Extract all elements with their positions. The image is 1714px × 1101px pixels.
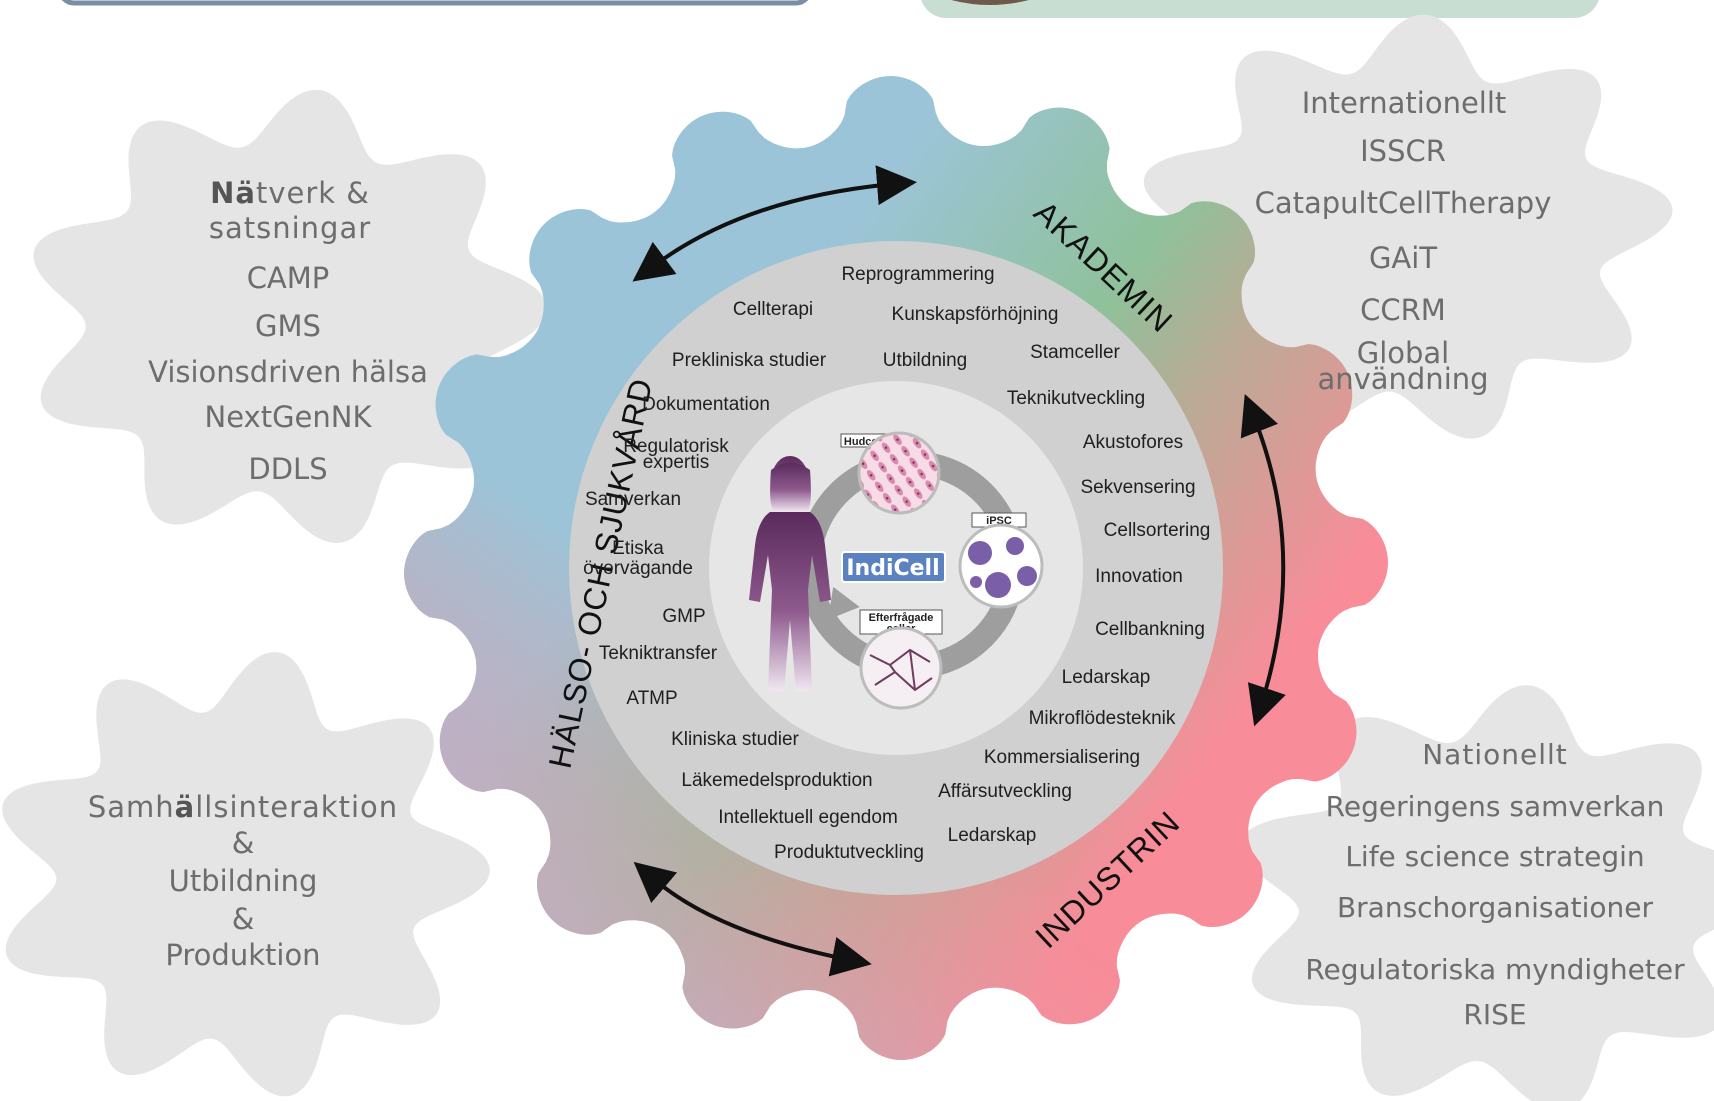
inner-label: Utbildning	[883, 350, 968, 371]
inner-label: Cellterapi	[733, 299, 813, 320]
blob-text-top-left: Nätverk & satsningar CAMP GMS Visionsdri…	[148, 176, 428, 486]
inner-label: GMP	[662, 606, 705, 627]
indicell-logo: IndiCell	[846, 556, 939, 581]
blob-line: Utbildning	[169, 864, 318, 898]
inner-label: Kommersialisering	[984, 747, 1140, 768]
inner-label: Samverkan	[585, 489, 681, 510]
inner-label: Ledarskap	[948, 825, 1037, 846]
blob-line: &	[232, 826, 255, 860]
svg-text:Nätverk &: Nätverk &	[210, 176, 370, 210]
cycle-arrowhead	[828, 586, 860, 620]
svg-text:Samhällsinteraktion: Samhällsinteraktion	[88, 790, 398, 824]
inner-label: Läkemedelsproduktion	[681, 770, 872, 791]
inner-label: övervägande	[583, 558, 693, 579]
ipsc-colonies	[968, 537, 1037, 598]
inner-label: Etiska	[612, 538, 664, 559]
inner-label: Cellsortering	[1104, 520, 1211, 541]
blob-item: RISE	[1463, 998, 1526, 1031]
inner-label: Regulatorisk	[623, 436, 729, 457]
top-photo-fragment	[951, 0, 1029, 5]
hudceller-image	[857, 431, 941, 515]
inner-label: Tekniktransfer	[599, 643, 718, 664]
blob-heading-internationellt: Internationellt	[1302, 86, 1507, 120]
blob-item: NextGenNK	[205, 400, 373, 434]
blob-text-bottom-left: Samhällsinteraktion & Utbildning & Produ…	[88, 790, 398, 972]
samhalls-a: Samh	[88, 790, 175, 824]
human-figure-icon	[749, 456, 831, 692]
blob-item: Global	[1357, 336, 1450, 370]
efterfragade-label-1: Efterfrågade	[869, 612, 934, 624]
natverk-bold: Nä	[210, 176, 256, 210]
inner-label: Dokumentation	[642, 394, 770, 415]
blob-item: Branschorganisationer	[1337, 891, 1654, 924]
satsningar: satsningar	[209, 211, 371, 245]
inner-label: Reprogrammering	[841, 264, 994, 285]
neuron-network	[869, 648, 933, 692]
samhalls-bold: ä	[175, 790, 196, 824]
blob-bottom-left	[2, 652, 490, 1097]
top-right-panel	[921, 0, 1599, 18]
blob-item: Life science strategin	[1345, 840, 1644, 873]
blob-item: GAiT	[1369, 241, 1437, 275]
inner-label: Kliniska studier	[671, 729, 799, 750]
blob-item: GMS	[255, 309, 321, 343]
blob-bottom-right	[1240, 685, 1714, 1101]
blob-item: ISSCR	[1360, 134, 1446, 168]
inner-label: Prekliniska studier	[672, 350, 827, 371]
inner-label: Teknikutveckling	[1007, 388, 1145, 409]
indicell-logo-box	[841, 551, 946, 583]
inner-label: Sekvensering	[1080, 477, 1195, 498]
efterfragade-image	[859, 626, 943, 710]
blob-text-bottom-right: Nationellt Regeringens samverkan Life sc…	[1305, 738, 1685, 1031]
inner-label: Stamceller	[1030, 342, 1120, 363]
inner-label: Mikroflödesteknik	[1029, 708, 1176, 729]
blob-top-left	[33, 89, 548, 544]
blob-line: Produktion	[165, 938, 320, 972]
inner-label: Produktutveckling	[774, 842, 924, 863]
blob-item: användning	[1317, 362, 1488, 396]
blob-item: Regulatoriska myndigheter	[1305, 953, 1685, 986]
blob-text-top-right: Internationellt ISSCR CatapultCellTherap…	[1255, 86, 1552, 396]
blob-top-right	[1143, 14, 1673, 439]
samhalls-b: llsinteraktion	[195, 790, 398, 824]
blob-item: Regeringens samverkan	[1326, 790, 1665, 823]
inner-label: expertis	[643, 452, 710, 473]
arrow-right	[1240, 393, 1286, 727]
inner-label: Affärsutveckling	[938, 781, 1072, 802]
inner-label: Akustofores	[1083, 432, 1183, 453]
inner-label: Intellektuell egendom	[718, 807, 898, 828]
blob-item: CatapultCellTherapy	[1255, 186, 1552, 220]
arrow-bottom	[633, 861, 872, 977]
blob-item: DDLS	[248, 452, 327, 486]
inner-label: ATMP	[626, 688, 677, 709]
top-left-frame	[61, 0, 809, 6]
blob-item: CAMP	[247, 261, 330, 295]
inner-label: Cellbankning	[1095, 619, 1205, 640]
inner-label: Innovation	[1095, 566, 1183, 587]
natverk-rest: tverk &	[256, 176, 370, 210]
blob-item: CCRM	[1360, 293, 1446, 327]
arrow-top	[632, 165, 917, 282]
inner-label: Ledarskap	[1062, 667, 1151, 688]
blob-line: &	[232, 902, 255, 936]
blob-item: Visionsdriven hälsa	[148, 355, 428, 389]
inner-labels: Reprogrammering Cellterapi Kunskapsförhö…	[583, 264, 1210, 863]
blob-heading-nationellt: Nationellt	[1422, 738, 1568, 771]
inner-label: Kunskapsförhöjning	[892, 304, 1059, 325]
